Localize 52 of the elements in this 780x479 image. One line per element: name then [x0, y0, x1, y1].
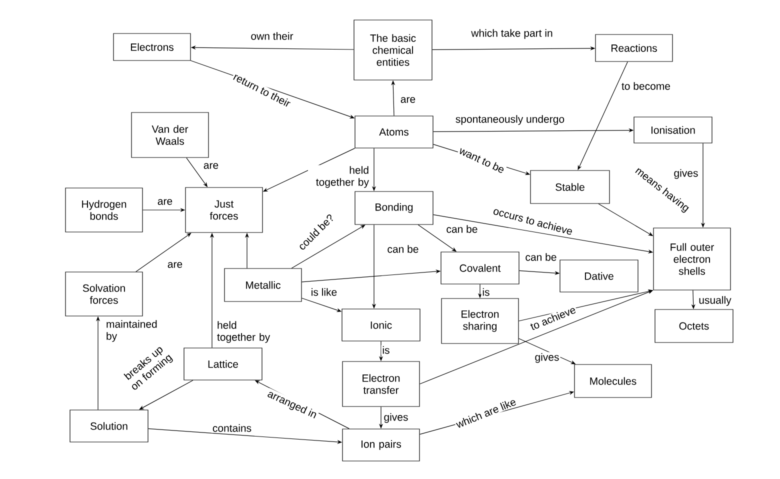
edge-label: return to their: [231, 71, 293, 109]
concept-box: Van der Waals: [131, 112, 209, 158]
concept-box: Atoms: [354, 116, 434, 148]
concept-box: Solvation forces: [65, 272, 143, 316]
concept-box: Ion pairs: [342, 428, 420, 462]
concept-box: Stable: [530, 170, 610, 204]
edge-label: is like: [310, 287, 338, 297]
concept-box: Lattice: [184, 348, 262, 380]
edge-label: usually: [698, 295, 732, 307]
edge-label: spontaneously undergo: [454, 114, 566, 126]
edge-label: gives: [382, 412, 410, 424]
edge-label: to achieve: [528, 304, 578, 332]
edge-label: can be: [386, 244, 420, 254]
edge-label: can be: [524, 252, 558, 262]
edge-label: are: [166, 261, 184, 269]
concept-box: Ionic: [342, 308, 420, 342]
edge-label: gives: [672, 168, 700, 180]
edge-label: contains: [211, 423, 253, 433]
edge-label: held together by: [308, 165, 370, 189]
edge-label: which take part in: [470, 28, 554, 40]
edge-label: gives: [534, 352, 560, 364]
concept-box: Molecules: [574, 364, 652, 398]
concept-box: Hydrogen bonds: [65, 188, 143, 232]
concept-box: The basic chemical entities: [354, 20, 432, 80]
concept-box: Bonding: [354, 191, 434, 225]
edge-label: is: [481, 287, 491, 297]
edge-label: to become: [620, 81, 672, 91]
concept-box: Reactions: [595, 34, 673, 62]
edge-label: can be: [445, 224, 479, 234]
concept-box: Solution: [70, 410, 148, 442]
concept-box: Just forces: [185, 187, 263, 233]
arrow: [136, 232, 192, 272]
concept-box: Dative: [560, 260, 638, 292]
concept-box: Electron sharing: [441, 298, 519, 344]
arrow: [291, 224, 366, 268]
concept-box: Covalent: [440, 252, 520, 284]
edge-label: are: [202, 162, 220, 170]
edge-label: which are like: [454, 396, 518, 430]
concept-box: Full outer electron shells: [653, 228, 731, 290]
concept-box: Octets: [654, 309, 734, 343]
concept-box: Ionisation: [634, 116, 712, 144]
edge-label: are: [156, 198, 174, 206]
edge-label: are: [399, 96, 417, 104]
edge-label: maintained by: [105, 319, 167, 343]
edge-label: is: [381, 345, 391, 355]
edge-label: occurs to achieve: [491, 205, 575, 237]
concept-box: Metallic: [224, 268, 302, 302]
edge-label: own their: [250, 31, 294, 41]
edge-label: held together by: [216, 320, 278, 344]
edge-label: want to be: [457, 144, 507, 176]
concept-box: Electron transfer: [342, 361, 420, 407]
concept-box: Electrons: [113, 33, 191, 61]
